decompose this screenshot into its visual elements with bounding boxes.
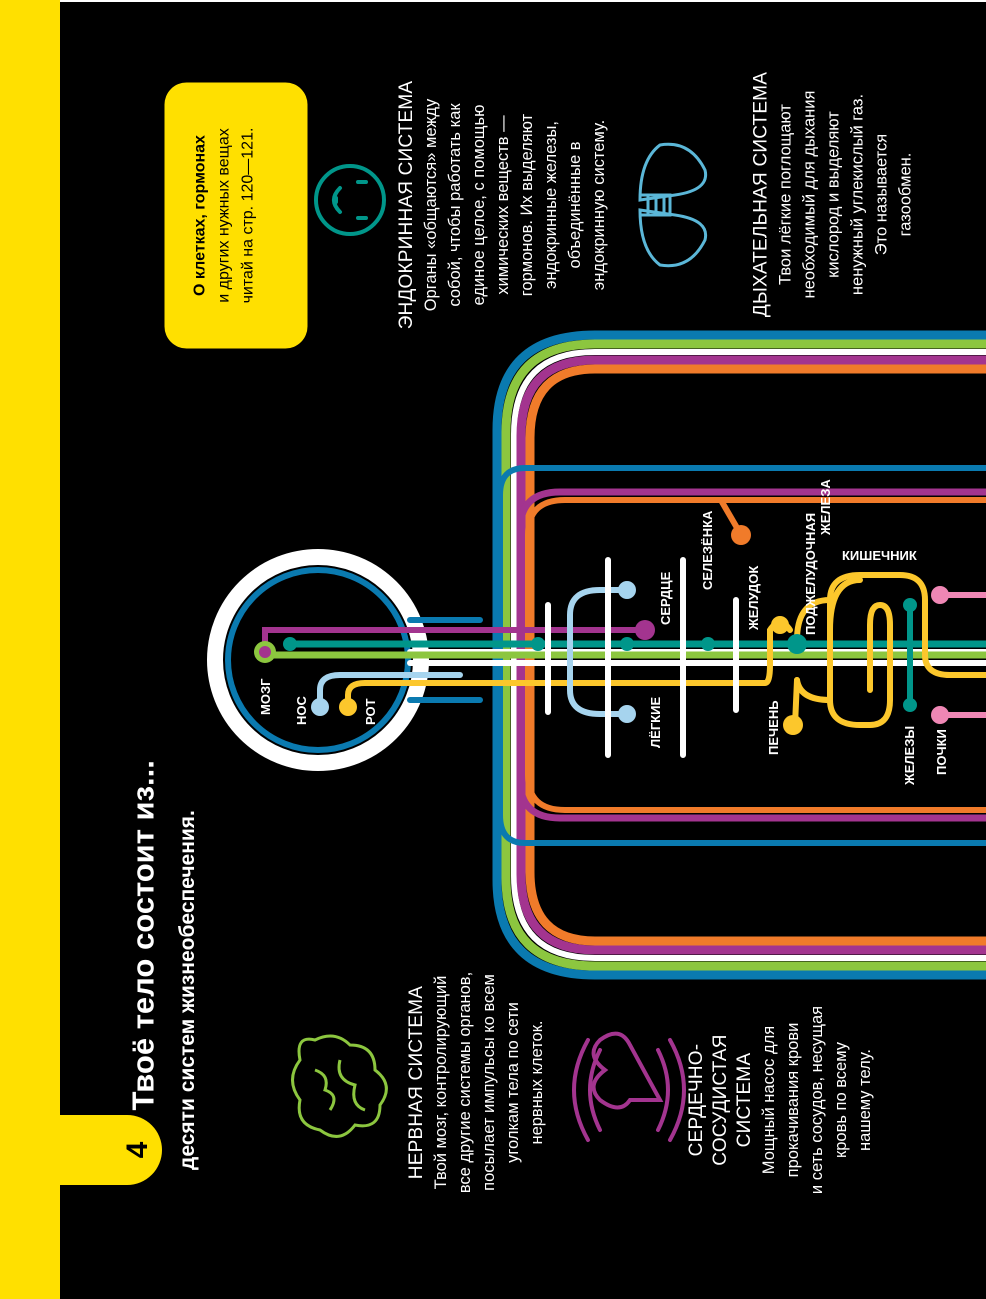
label-spleen: СЕЛЕЗЁНКА xyxy=(700,510,715,590)
label-kidneys: ПОЧКИ xyxy=(934,729,949,775)
label-stomach: ЖЕЛУДОК xyxy=(746,566,761,631)
yellow-side-stripe xyxy=(0,0,60,1299)
label-brain: МОЗГ xyxy=(258,678,273,715)
label-heart: СЕРДЦЕ xyxy=(658,571,673,625)
label-glands: ЖЕЛЕЗЫ xyxy=(902,726,917,786)
page-number-tab xyxy=(40,1115,162,1185)
top-border xyxy=(60,0,986,2)
label-intestine: КИШЕЧНИК xyxy=(842,548,917,563)
label-pancreas: ПОДЖЕЛУДОЧНАЯ xyxy=(803,513,818,635)
label-pancreas: ЖЕЛЕЗА xyxy=(818,479,833,536)
lungs-icon xyxy=(638,142,708,268)
endocrine-face-icon xyxy=(314,164,386,236)
label-liver: ПЕЧЕНЬ xyxy=(766,700,781,755)
label-nose: НОС xyxy=(294,696,309,726)
heart-icon xyxy=(572,1031,686,1142)
head-ring-outer xyxy=(207,549,429,771)
organ-stations xyxy=(254,525,949,735)
head-ring-inner xyxy=(225,567,411,753)
label-lungs: ЛЁГКИЕ xyxy=(648,697,663,748)
label-mouth: РОТ xyxy=(363,698,378,725)
brain-icon xyxy=(291,1034,388,1138)
